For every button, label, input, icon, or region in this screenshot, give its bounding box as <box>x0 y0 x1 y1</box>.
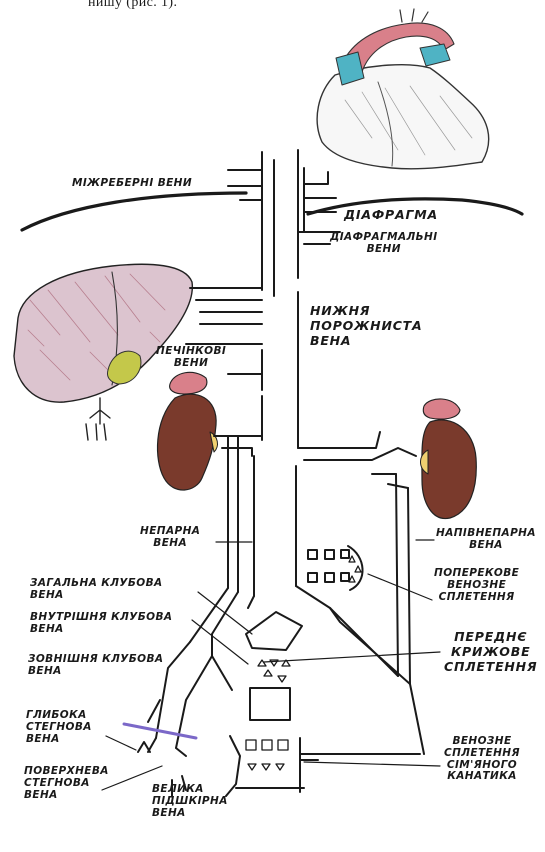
aortic-branch-vessels <box>400 9 428 22</box>
left-adrenal-gland <box>170 372 207 394</box>
lumbar-plexus-square <box>325 550 334 559</box>
sacral-plexus-triangle <box>258 660 290 682</box>
spermatic-plexus-right-frame <box>300 738 318 792</box>
pulmonary-trunk <box>420 44 450 66</box>
intercostal-vein-right-1 <box>304 172 328 184</box>
azygos-top-cap <box>228 436 238 454</box>
lumbar-plexus-square <box>308 550 317 559</box>
lumbar-plexus-square <box>325 573 334 582</box>
sacral-shape-upper <box>246 612 302 650</box>
diaphragm-left <box>22 193 246 230</box>
femoral-purple-marker <box>124 724 196 738</box>
left-common-iliac <box>190 588 238 656</box>
azygos-vein <box>228 436 238 592</box>
lumbar-plexus-arc <box>348 546 363 590</box>
label-diaphragm: ДІАФРАГМА <box>344 208 438 223</box>
label-deep-femoral-vein: ГЛИБОКА СТЕГНОВА ВЕНА <box>26 710 92 745</box>
pointer-lumbar-plexus <box>368 574 432 600</box>
liver-outline <box>14 264 192 402</box>
lumbar-plexus-triangle <box>349 556 361 582</box>
right-renal-vein <box>298 432 380 448</box>
sacral-shape-lower <box>250 688 290 720</box>
deep-femoral-branch <box>138 742 150 752</box>
left-internal-iliac <box>212 656 232 690</box>
hemiazygos-upper-join <box>372 474 408 488</box>
pointer-sacral-plexus <box>264 652 440 662</box>
spermatic-plexus-square <box>278 740 288 750</box>
label-common-iliac-vein: ЗАГАЛЬНА КЛУБОВА ВЕНА <box>30 578 163 602</box>
right-kidney-body <box>422 420 476 519</box>
label-superficial-femoral-vein: ПОВЕРХНЕВА СТЕГНОВА ВЕНА <box>24 766 109 801</box>
label-external-iliac-vein: ЗОВНІШНЯ КЛУБОВА ВЕНА <box>28 654 163 678</box>
portal-vein-branch <box>86 398 110 440</box>
label-diaphragmatic-veins: ДІАФРАГМАЛЬНІ ВЕНИ <box>330 232 438 256</box>
right-common-iliac <box>248 586 398 676</box>
lumbar-plexus-square <box>341 573 349 581</box>
left-kidney <box>158 372 218 490</box>
right-renal-connector <box>304 448 416 460</box>
caption-fragment: нишу (рис. 1). <box>88 0 177 11</box>
label-hemiazygos-vein: НАПІВНЕПАРНА ВЕНА <box>436 528 536 552</box>
label-lumbar-venous-plexus: ПОПЕРЕКОВЕ ВЕНОЗНЕ СПЛЕТЕННЯ <box>434 568 519 603</box>
lumbar-plexus-square <box>308 573 317 582</box>
label-great-saphenous-vein: ВЕЛИКА ПІДШКІРНА ВЕНА <box>152 784 228 819</box>
right-adrenal-gland <box>423 399 460 419</box>
label-anterior-sacral-plexus: ПЕРЕДНЄ КРИЖОВЕ СПЛЕТЕННЯ <box>444 630 537 674</box>
plexus-markers <box>246 556 361 770</box>
label-azygos-vein: НЕПАРНА ВЕНА <box>140 526 200 550</box>
spermatic-plexus-square <box>262 740 272 750</box>
hemiazygos-vein <box>396 474 410 684</box>
spermatic-plexus-cord <box>300 684 424 754</box>
pointer-deep-femoral <box>106 736 136 750</box>
left-kidney-body <box>158 394 217 490</box>
label-internal-iliac-vein: ВНУТРІШНЯ КЛУБОВА ВЕНА <box>30 612 172 636</box>
label-inferior-vena-cava: НИЖНЯ ПОРОЖНИСТА ВЕНА <box>310 304 422 348</box>
pointer-common-iliac <box>198 592 252 634</box>
heart <box>317 9 489 169</box>
spermatic-plexus-triangle <box>248 764 284 770</box>
spermatic-plexus-square <box>246 740 256 750</box>
pointer-internal-iliac <box>192 620 248 664</box>
pointer-spermatic-plexus <box>304 762 440 766</box>
right-kidney <box>421 399 477 519</box>
label-hepatic-veins: ПЕЧІНКОВІ ВЕНИ <box>156 346 226 370</box>
label-intercostal-veins: МІЖРЕБЕРНІ ВЕНИ <box>72 178 192 190</box>
label-spermatic-cord-plexus: ВЕНОЗНЕ СПЛЕТЕННЯ СІМ'ЯНОГО КАНАТИКА <box>444 736 520 783</box>
lumbar-plexus-square <box>341 550 349 558</box>
